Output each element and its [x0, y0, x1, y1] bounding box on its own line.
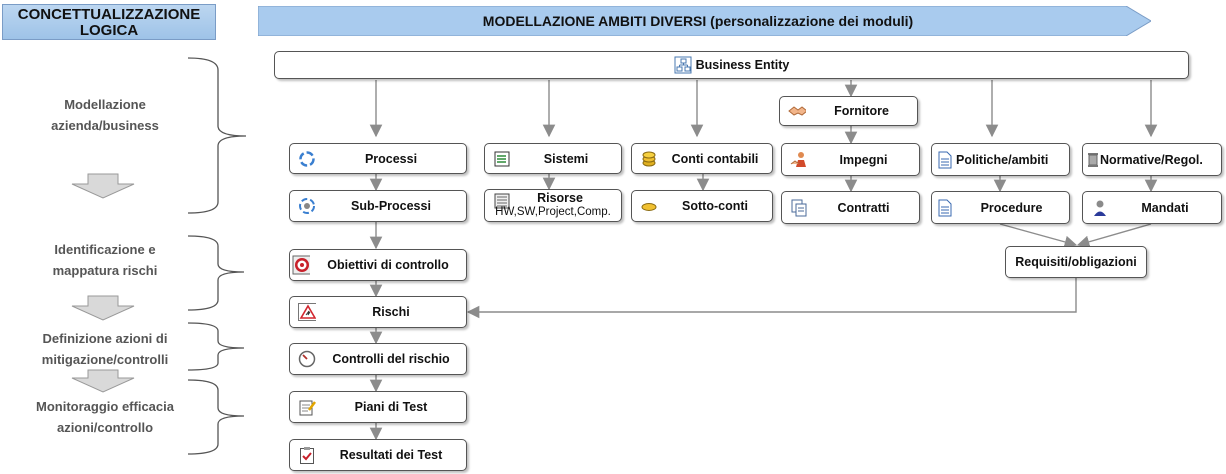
phase-line: mappatura rischi — [52, 263, 158, 278]
down-arrow — [71, 295, 135, 321]
node-label: Risorse — [537, 191, 583, 205]
document-icon — [936, 151, 954, 169]
notepad-pencil-icon — [298, 398, 316, 416]
down-arrow — [71, 369, 135, 393]
node-label: Mandati — [1141, 200, 1189, 215]
phase-line: azienda/business — [51, 118, 159, 133]
phase-brace — [187, 57, 247, 214]
phase-identificazione: Identificazione e mappatura rischi — [30, 239, 180, 281]
node-label: Controlli del rischio — [332, 352, 450, 366]
coins-icon — [640, 150, 658, 168]
node-sotto-conti[interactable]: Sotto-conti — [631, 190, 773, 222]
gear-cycle-icon — [298, 197, 316, 215]
risorse-text: Risorse HW,SW,Project,Comp. — [485, 191, 621, 219]
node-mandati[interactable]: Mandati — [1082, 191, 1222, 224]
node-procedure[interactable]: Procedure — [931, 191, 1070, 224]
banner-top-label: MODELLAZIONE AMBITI DIVERSI (personalizz… — [482, 13, 914, 29]
node-label: Obiettivi di controllo — [327, 258, 449, 272]
node-piani[interactable]: Piani di Test — [289, 391, 467, 423]
warning-icon — [298, 303, 316, 321]
node-label: Resultati dei Test — [339, 448, 443, 462]
node-label: Fornitore — [834, 104, 889, 118]
phase-line: Monitoraggio efficacia — [36, 399, 174, 414]
node-label: Rischi — [372, 305, 410, 319]
node-label: Sistemi — [543, 151, 589, 166]
node-politiche[interactable]: Politiche/ambiti — [931, 143, 1070, 176]
phase-brace — [187, 379, 245, 455]
person-icon — [1091, 199, 1109, 217]
document-icon — [936, 199, 954, 217]
phase-line: azioni/controllo — [56, 420, 154, 435]
down-arrow — [71, 173, 135, 199]
node-label: Normative/Regol. — [1100, 152, 1203, 167]
phase-line: Definizione azioni di — [42, 331, 168, 346]
node-label: Contratti — [837, 200, 890, 215]
phase-modellazione: Modellazione azienda/business — [30, 94, 180, 136]
documents-icon — [790, 199, 808, 217]
banner-left-line1: CONCETTUALIZZAZIONE — [17, 6, 201, 23]
person-handshake-icon — [790, 151, 808, 169]
node-label: Sub-Processi — [351, 199, 431, 213]
node-business-entity[interactable]: Business Entity — [274, 51, 1189, 79]
node-sistemi[interactable]: Sistemi — [484, 143, 622, 174]
node-requisiti[interactable]: Requisiti/obligazioni — [1005, 246, 1147, 278]
phase-brace — [187, 322, 245, 371]
phase-line: mitigazione/controlli — [41, 352, 169, 367]
connector — [466, 278, 1077, 319]
org-chart-icon — [674, 56, 692, 74]
node-risultati[interactable]: Resultati dei Test — [289, 439, 467, 471]
spreadsheet-icon — [493, 150, 511, 168]
node-sublabel: HW,SW,Project,Comp. — [495, 206, 611, 218]
node-fornitore[interactable]: Fornitore — [779, 96, 918, 126]
phase-line: Modellazione — [64, 97, 146, 112]
node-normative[interactable]: Normative/Regol. — [1082, 143, 1222, 176]
banner-left-line2: LOGICA — [79, 22, 139, 39]
node-label: Sotto-conti — [682, 199, 748, 213]
cycle-icon — [298, 150, 316, 168]
target-icon — [292, 255, 310, 275]
phase-monitoraggio: Monitoraggio efficacia azioni/controllo — [22, 396, 188, 438]
node-contratti[interactable]: Contratti — [781, 191, 920, 224]
phase-definizione: Definizione azioni di mitigazione/contro… — [22, 328, 188, 370]
node-risorse[interactable]: Risorse HW,SW,Project,Comp. — [484, 189, 622, 222]
business-entity-label: Business Entity — [695, 58, 790, 72]
node-label: Processi — [364, 151, 418, 166]
node-processi[interactable]: Processi — [289, 143, 467, 174]
node-conti[interactable]: Conti contabili — [631, 143, 773, 174]
banner-modellazione: MODELLAZIONE AMBITI DIVERSI (personalizz… — [258, 6, 1151, 36]
node-label: Politiche/ambiti — [956, 152, 1049, 167]
node-controlli[interactable]: Controlli del rischio — [289, 343, 467, 375]
connector — [999, 223, 1078, 249]
handshake-icon — [788, 102, 806, 120]
server-icon — [493, 192, 511, 210]
phase-line: Identificazione e — [54, 242, 156, 257]
banner-concettualizzazione: CONCETTUALIZZAZIONE LOGICA — [2, 4, 216, 40]
gauge-icon — [298, 350, 316, 368]
node-obiettivi[interactable]: Obiettivi di controllo — [289, 249, 467, 281]
phase-brace — [187, 235, 245, 311]
node-label: Piani di Test — [354, 400, 428, 414]
node-sub-processi[interactable]: Sub-Processi — [289, 190, 467, 222]
pillar-icon — [1087, 151, 1099, 169]
node-label: Conti contabili — [671, 151, 759, 166]
node-impegni[interactable]: Impegni — [781, 143, 920, 176]
node-rischi[interactable]: Rischi — [289, 296, 467, 328]
connector — [1076, 223, 1152, 248]
coin-icon — [640, 197, 658, 215]
node-label: Impegni — [839, 152, 888, 167]
clipboard-check-icon — [298, 446, 316, 464]
node-label: Procedure — [980, 200, 1043, 215]
node-label: Requisiti/obligazioni — [1015, 255, 1137, 269]
